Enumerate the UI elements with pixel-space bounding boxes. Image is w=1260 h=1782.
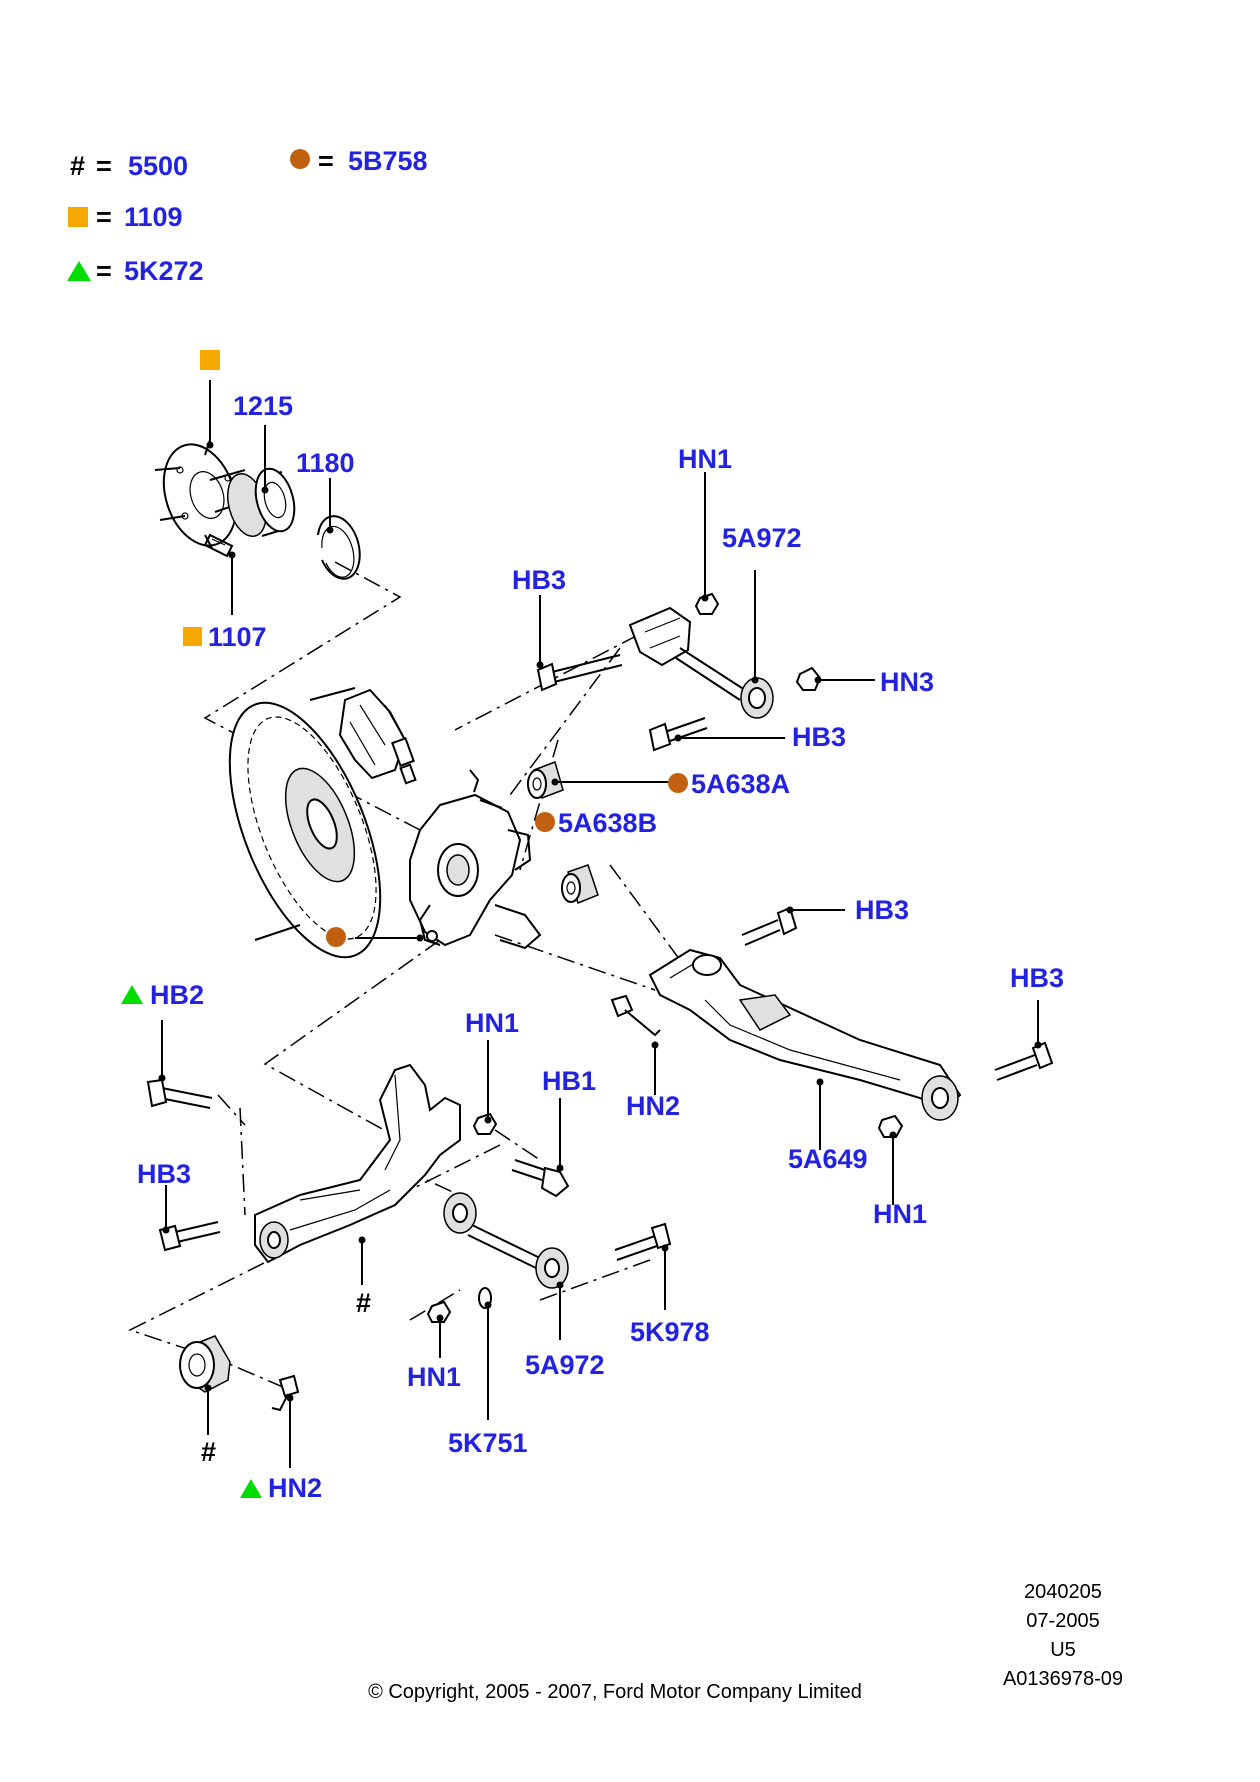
orange-square-marker-top <box>200 350 220 370</box>
brown-circle-icon <box>290 149 310 169</box>
ref-id: A0136978-09 <box>1003 1668 1123 1690</box>
snap-ring-part <box>317 515 361 580</box>
ref-date: 07-2005 <box>1026 1610 1099 1632</box>
orange-square-icon <box>68 207 88 227</box>
legend-hash-code: 5500 <box>128 151 188 181</box>
nut-hn1-right-part <box>877 1114 904 1138</box>
legend: # = 5500 = 5B758 = 1109 = 5K272 <box>67 146 428 286</box>
label-5a638b: 5A638B <box>558 808 657 838</box>
bolt-hb3-top-part <box>536 654 623 692</box>
legend-hash-symbol: # <box>70 151 85 181</box>
green-triangle-marker-hb2 <box>121 985 143 1004</box>
label-hn2-mid: HN2 <box>626 1091 680 1121</box>
label-1180: 1180 <box>296 448 355 478</box>
nut-hn1-mid-part <box>472 1112 498 1135</box>
legend-square-code: 1109 <box>124 202 183 232</box>
brown-circle-marker-5a638b <box>535 812 555 832</box>
green-triangle-marker-hn2 <box>240 1479 262 1498</box>
lower-arm-5a649-part <box>648 948 962 1121</box>
legend-triangle-equals: = <box>96 256 112 286</box>
orange-square-marker-1107 <box>183 627 202 646</box>
bolt-hb3-right1-part <box>741 906 798 946</box>
nut-hn1-top-part <box>694 592 720 615</box>
legend-hash-equals: = <box>96 151 112 181</box>
copyright-text: © Copyright, 2005 - 2007, Ford Motor Com… <box>368 1681 862 1703</box>
brake-caliper-part <box>338 688 417 785</box>
label-hb3-left: HB3 <box>137 1159 191 1189</box>
label-hn1-mid: HN1 <box>465 1008 519 1038</box>
label-hb3-right1: HB3 <box>855 895 909 925</box>
knuckle-part <box>409 769 542 950</box>
ref-number: 2040205 <box>1024 1581 1102 1603</box>
label-hb2: HB2 <box>150 980 204 1010</box>
label-hn1-right: HN1 <box>873 1199 927 1229</box>
upper-link-top-part <box>628 606 774 719</box>
label-hn3: HN3 <box>880 667 934 697</box>
legend-triangle-code: 5K272 <box>124 256 204 286</box>
label-5k978: 5K978 <box>630 1317 710 1347</box>
lower-link-bottom-part <box>443 1192 569 1289</box>
label-hash-mid: # <box>356 1288 371 1318</box>
bolt-hb1-part <box>511 1159 570 1198</box>
clip-hn2-mid-part <box>610 994 661 1037</box>
bolt-hb3-left-part <box>158 1221 221 1252</box>
label-1107: 1107 <box>208 622 267 652</box>
legend-circle-code: 5B758 <box>348 146 428 176</box>
label-5a638a: 5A638A <box>691 769 790 799</box>
legend-square-equals: = <box>96 202 112 232</box>
wheel-stud-part <box>203 533 234 558</box>
assembly-lines <box>128 561 681 1391</box>
label-5a649: 5A649 <box>788 1144 868 1174</box>
label-1215: 1215 <box>233 391 293 421</box>
label-hb1: HB1 <box>542 1066 596 1096</box>
label-hb3-mid: HB3 <box>792 722 846 752</box>
brake-disc-part <box>228 687 382 959</box>
leader-lines <box>158 350 1042 1468</box>
brown-circle-marker-5a638a <box>668 773 688 793</box>
nut-hn3-part <box>795 666 822 691</box>
nut-hn1-bottom-part <box>426 1300 452 1323</box>
bolt-5k978-part <box>614 1222 672 1261</box>
label-hn1-bottom: HN1 <box>407 1362 461 1392</box>
label-hash-bottom: # <box>201 1437 216 1467</box>
bushing-5a638a-part <box>527 761 564 799</box>
bearing-part <box>226 467 296 538</box>
bushing-5500-part <box>179 1335 231 1393</box>
label-hn2-bottom: HN2 <box>268 1473 322 1503</box>
footer: 2040205 07-2005 U5 A0136978-09 © Copyrig… <box>368 1581 1123 1703</box>
bushing-5a638b-part <box>561 864 599 904</box>
green-triangle-icon <box>67 261 91 281</box>
clip-hn2-bottom-part <box>271 1374 300 1412</box>
label-hb3-top: HB3 <box>512 565 566 595</box>
label-5a972-top: 5A972 <box>722 523 802 553</box>
label-5a972-bottom: 5A972 <box>525 1350 605 1380</box>
bolt-hb3-mid-part <box>648 717 708 752</box>
brown-circle-marker-knuckle <box>326 927 346 947</box>
trailing-arm-part <box>254 1063 461 1264</box>
label-hn1-top: HN1 <box>678 444 732 474</box>
ref-model: U5 <box>1050 1639 1076 1661</box>
callout-labels: 1215 1180 1107 HN1 5A972 HB3 HN3 HB3 5A6… <box>121 391 1064 1503</box>
legend-circle-equals: = <box>318 146 334 176</box>
bolt-hb3-right2-part <box>994 1041 1054 1081</box>
bolt-hb2-part <box>146 1078 213 1109</box>
label-5k751: 5K751 <box>448 1428 528 1458</box>
label-hb3-right2: HB3 <box>1010 963 1064 993</box>
